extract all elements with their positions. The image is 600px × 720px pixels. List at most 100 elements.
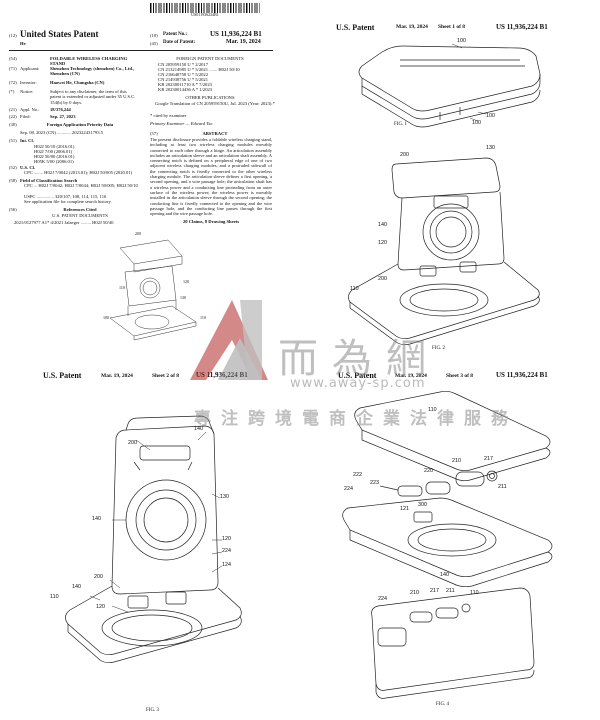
int-code: (51) bbox=[9, 138, 17, 143]
abstract-code: (57) bbox=[150, 131, 158, 136]
ref-label: 110 bbox=[428, 407, 437, 413]
appl-label: Appl. No.: bbox=[20, 107, 40, 112]
ref-label: 200 bbox=[94, 574, 103, 580]
inventor-short: He bbox=[20, 41, 26, 46]
watermark-url: www.away-sp.com bbox=[290, 376, 426, 391]
inventor-code: (72) bbox=[9, 80, 17, 85]
field-note: See application file for complete search… bbox=[24, 199, 112, 204]
applicant-label: Applicant: bbox=[20, 66, 40, 71]
int-class: H02J 50/00 (2016.01) bbox=[34, 154, 75, 159]
patent-title: FOLDABLE WIRELESS CHARGING STAND bbox=[50, 56, 128, 67]
filed-date: Sep. 27, 2023 bbox=[50, 114, 76, 119]
ref-label: 124 bbox=[222, 562, 231, 568]
ref-label: 120 bbox=[96, 604, 105, 610]
fig4-label: FIG. 4 bbox=[436, 702, 450, 707]
ref-label: 200 bbox=[378, 276, 387, 282]
sheet2-header-date: Mar. 19, 2024 bbox=[101, 373, 133, 379]
ref-label: 140 bbox=[194, 426, 203, 432]
sheet2-header-title: U.S. Patent bbox=[43, 371, 82, 380]
cited-note: * cited by examiner bbox=[150, 113, 187, 118]
ref-label: 200 bbox=[135, 231, 141, 236]
sheet1-header-sheet: Sheet 1 of 8 bbox=[438, 24, 466, 30]
foreign-doc: CN 205959150 U * 2/2017 bbox=[158, 62, 209, 67]
int-class: H02J 50/10 (2016.01) bbox=[34, 144, 75, 149]
fig2-label: FIG. 2 bbox=[432, 346, 446, 351]
sheet3-header-title: U.S. Patent bbox=[338, 371, 377, 380]
filed-label: Filed: bbox=[20, 114, 31, 119]
field-title: Field of Classification Search bbox=[20, 178, 78, 183]
applicant-code: (71) bbox=[9, 66, 17, 71]
inventor-label: Inventor: bbox=[20, 80, 37, 85]
ref-label: 211 bbox=[498, 484, 507, 490]
notice-label: Notice: bbox=[20, 89, 34, 94]
ref-label: 140 bbox=[378, 222, 387, 228]
sheet3-header-number: US 11,936,224 B1 bbox=[496, 371, 548, 379]
field-code: (58) bbox=[9, 178, 17, 183]
us-cpc: CPC ........ H02J 7/0042 (2013.01); H02J… bbox=[24, 170, 133, 175]
filed-code: (22) bbox=[9, 114, 17, 119]
ref-label: 110 bbox=[470, 590, 479, 596]
int-label: Int. Cl. bbox=[20, 138, 34, 143]
ref-label: 100 bbox=[486, 113, 495, 119]
ref-label: 120 bbox=[183, 279, 189, 284]
ref-label: 110 bbox=[119, 285, 125, 290]
foreign-code: (30) bbox=[9, 122, 17, 127]
foreign-docs-title: FOREIGN PATENT DOCUMENTS bbox=[176, 56, 244, 61]
code-10: (10) bbox=[150, 33, 158, 38]
sheet3-header-sheet: Sheet 3 of 8 bbox=[446, 373, 474, 379]
foreign-doc: KR 20230014436 A * 1/2023 bbox=[158, 87, 213, 92]
inventor: Haowei He, Changsha (CN) bbox=[50, 80, 105, 85]
ref-label: 130 bbox=[180, 295, 186, 300]
ref-label: 140 bbox=[92, 516, 101, 522]
ref-label: 224 bbox=[222, 548, 231, 554]
date-label: Date of Patent: bbox=[163, 40, 196, 45]
code-45: (45) bbox=[150, 41, 158, 46]
fig3-label: FIG. 3 bbox=[146, 708, 160, 713]
code-12: (12) bbox=[9, 33, 17, 38]
sheet3-header-date: Mar. 19, 2024 bbox=[395, 373, 427, 379]
patent-no-label: Patent No.: bbox=[163, 32, 188, 37]
title-code: (54) bbox=[9, 56, 17, 61]
refs-code: (56) bbox=[9, 207, 17, 212]
patent-no: US 11,936,224 B1 bbox=[210, 30, 262, 38]
claims-count: 20 Claims, 8 Drawing Sheets bbox=[182, 219, 240, 224]
int-class: H02J 7/00 (2006.01) bbox=[34, 149, 73, 154]
ref-label: 120 bbox=[222, 536, 231, 542]
ref-label: 211 bbox=[446, 588, 455, 594]
abstract-title: ABSTRACT bbox=[202, 131, 228, 136]
applicant: Shenzhen Technology (shenzhen) Co., Ltd.… bbox=[50, 66, 135, 77]
patent-date: Mar. 19, 2024 bbox=[226, 39, 261, 45]
ref-label: 130 bbox=[220, 494, 229, 500]
ref-label: 210 bbox=[410, 590, 419, 596]
watermark-slogan: 專注跨境電商企業法律服務 bbox=[194, 409, 518, 429]
ref-label: 223 bbox=[370, 480, 379, 486]
ref-label: 200 bbox=[400, 152, 409, 158]
fig1-label: FIG. 1 bbox=[394, 122, 408, 127]
foreign-row: Sep. 08, 2023 (CN) ............ 20232243… bbox=[20, 130, 103, 135]
foreign-doc: KR 20230011710 A * 7/2023 bbox=[158, 82, 212, 87]
us-docs-title: U.S. PATENT DOCUMENTS bbox=[52, 213, 108, 218]
ref-label: 222 bbox=[353, 472, 362, 478]
other-pub: Google Translation of CN 205959150U, Jul… bbox=[155, 101, 275, 106]
ref-label: 220 bbox=[424, 468, 433, 474]
field-uspc: USPC ............... 320/107, 108, 114, … bbox=[24, 194, 107, 199]
field-cpc: CPC ... H02J 7/0042; H02J 7/0044; H02J 5… bbox=[24, 183, 138, 188]
barcode-number: US011936224B1 bbox=[191, 12, 219, 17]
foreign-doc: CN 213214985 U * 5/2021 ....... H02J 50/… bbox=[158, 67, 240, 72]
ref-label: 100 bbox=[472, 120, 481, 126]
ref-label: 217 bbox=[484, 456, 493, 462]
notice-code: (*) bbox=[9, 89, 15, 94]
refs-title: References Cited bbox=[63, 207, 97, 212]
appl-no: 18/376,244 bbox=[50, 107, 71, 112]
foreign-title: Foreign Application Priority Data bbox=[46, 122, 114, 127]
sheet2-header-sheet: Sheet 2 of 8 bbox=[152, 373, 180, 379]
ref-label: 100 bbox=[103, 315, 109, 320]
barcode bbox=[150, 3, 260, 13]
ref-label: 110 bbox=[50, 594, 59, 600]
ref-label: 140 bbox=[72, 584, 81, 590]
ref-label: 121 bbox=[400, 506, 409, 512]
foreign-doc: CN 216648758 U * 5/2022 bbox=[158, 72, 209, 77]
ref-label: 130 bbox=[486, 145, 495, 151]
watermark-cn-name: 而為網 bbox=[278, 336, 440, 382]
ref-label: 110 bbox=[350, 286, 359, 292]
